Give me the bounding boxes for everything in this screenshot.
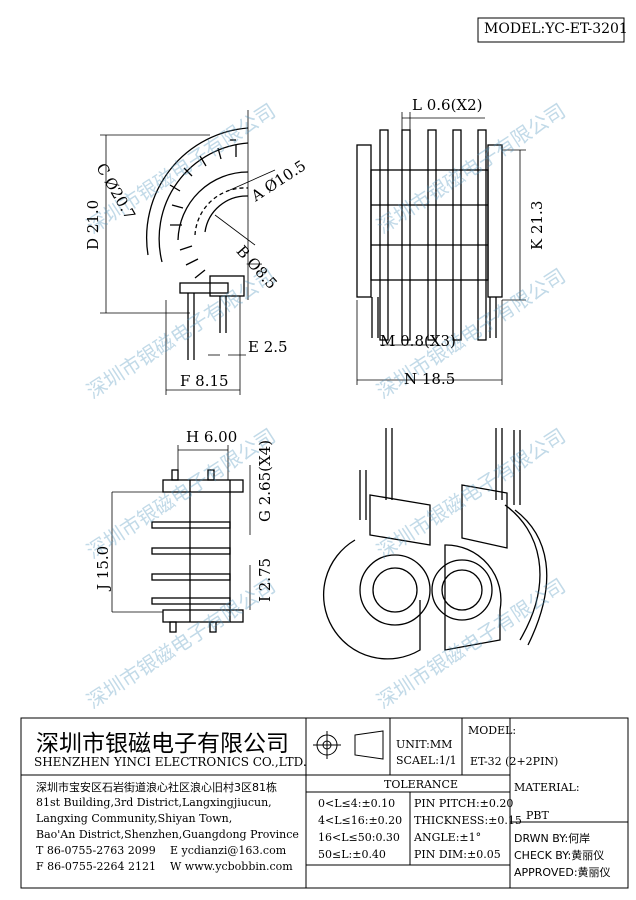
unit: UNIT:MM	[396, 738, 453, 751]
front-view	[145, 127, 249, 360]
company-name-cn: 深圳市银磁电子有限公司	[36, 731, 289, 757]
tolerance-left-4: 50≤L:±0.40	[318, 848, 386, 861]
material-value: PBT	[526, 809, 549, 822]
dim-L: L 0.6(X2)	[412, 96, 483, 114]
tolerance-left-1: 0<L≤4:±0.10	[318, 797, 396, 810]
material-label: MATERIAL:	[514, 781, 580, 794]
isometric-view	[322, 428, 548, 660]
dim-D: D 21.0	[84, 199, 102, 250]
section-view	[151, 469, 244, 633]
website: W www.ycbobbin.com	[170, 860, 293, 873]
model-value: ET-32 (2+2PIN)	[470, 755, 559, 768]
scale: SCAEL:1/1	[396, 754, 457, 767]
tolerance-left-3: 16<L≤50:0.30	[318, 831, 400, 844]
dim-E: E 2.5	[248, 338, 288, 356]
tolerance-right-2: THICKNESS:±0.15	[414, 814, 522, 827]
tolerance-right-3: ANGLE:±1°	[414, 831, 482, 844]
check-by: CHECK BY:黄丽仪	[514, 849, 605, 862]
side-view	[356, 129, 503, 341]
dim-J: J 15.0	[94, 545, 112, 590]
approved-by: APPROVED:黄丽仪	[514, 866, 611, 879]
company-name-en: SHENZHEN YINCI ELECTRONICS CO.,LTD.	[34, 755, 307, 769]
address-en-3: Bao'An District,Shenzhen,Guangdong Provi…	[36, 828, 299, 841]
section-dimensions	[111, 445, 251, 613]
email: E ycdianzi@163.com	[170, 844, 287, 857]
dim-I: I 2.75	[256, 557, 274, 602]
model-label: MODEL:	[468, 724, 517, 737]
dim-F: F 8.15	[180, 372, 229, 390]
drawn-by: DRWN BY:何岸	[514, 832, 591, 845]
tolerance-left-2: 4<L≤16:±0.20	[318, 814, 403, 827]
address-en-1: 81st Building,3rd District,Langxingjiucu…	[36, 796, 272, 809]
tel: T 86-0755-2763 2099	[36, 844, 156, 857]
dim-H: H 6.00	[186, 428, 238, 446]
tolerance-right-1: PIN PITCH:±0.20	[414, 797, 514, 810]
side-dimensions	[356, 112, 526, 385]
dim-G: G 2.65(X4)	[256, 439, 274, 522]
fax: F 86-0755-2264 2121	[36, 860, 157, 873]
tolerance-right-4: PIN DIM:±0.05	[414, 848, 501, 861]
model-header-box	[477, 17, 625, 43]
dim-N: N 18.5	[404, 370, 456, 388]
front-dimensions	[100, 110, 276, 395]
dim-K: K 21.3	[528, 200, 546, 250]
tolerance-title: TOLERANCE	[384, 778, 458, 791]
dim-M: M 0.8(X3)	[380, 332, 456, 350]
address-cn: 深圳市宝安区石岩街道浪心社区浪心旧村3区81栋	[36, 781, 277, 794]
model-header: MODEL:YC-ET-3201	[484, 21, 628, 37]
address-en-2: Langxing Community,Shiyan Town,	[36, 812, 233, 825]
title-block-lines	[20, 717, 629, 889]
